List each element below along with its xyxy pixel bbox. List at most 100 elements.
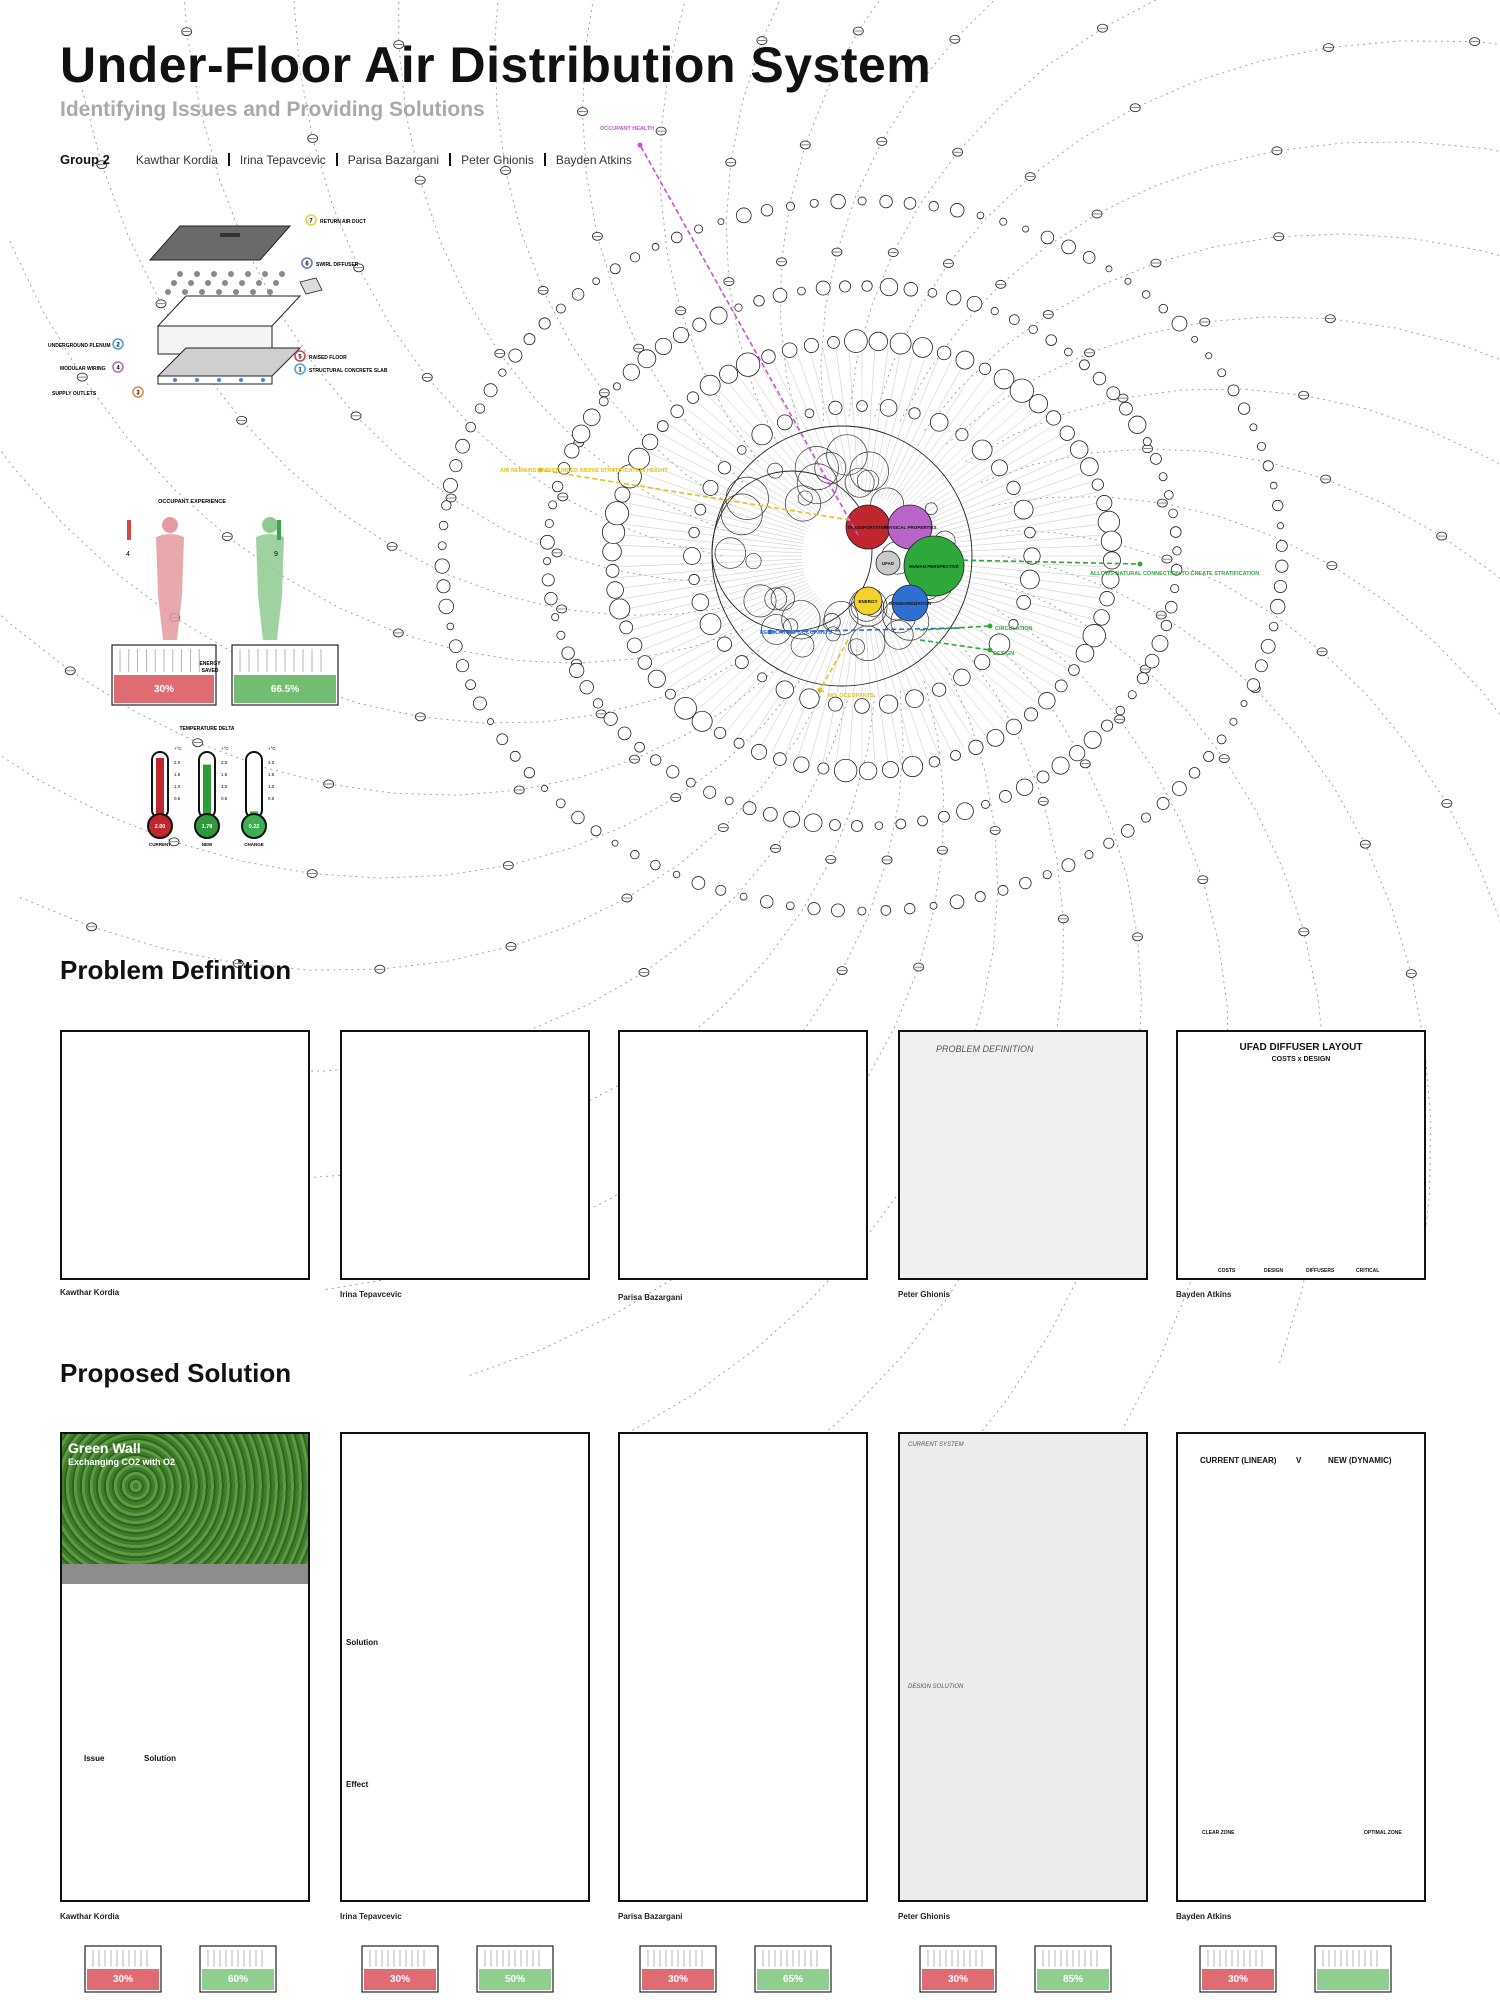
ring-node (449, 459, 463, 473)
member-name: Kawthar Kordia (135, 152, 218, 167)
saving-after-value: 85% (1063, 1974, 1083, 1985)
ring-node (785, 201, 795, 211)
ring-node (1171, 315, 1188, 332)
ring-node (1006, 480, 1021, 495)
solution-panel-ghionis[interactable]: CURRENT SYSTEM DESIGN SOLUTION (898, 1432, 1148, 1902)
ring-node (803, 337, 819, 353)
group-credits: Group 2 Kawthar Kordia Irina Tepavcevic … (60, 152, 632, 167)
problem-author: Irina Tepavcevic (340, 1290, 402, 1299)
energy-before-value: 30% (154, 684, 174, 695)
ring-node (1119, 401, 1133, 416)
ring-node (1158, 472, 1168, 482)
member-name: Peter Ghionis (461, 152, 534, 167)
callout-arrow (639, 144, 859, 536)
thermometer-label: CURRENT (149, 842, 171, 847)
ring-node (828, 400, 843, 415)
saving-after-fill (1317, 1969, 1389, 1990)
ring-node (760, 895, 774, 909)
problem-panel-atkins[interactable]: UFAD DIFFUSER LAYOUT COSTS x DESIGN COST… (1176, 1030, 1426, 1280)
ring-node (928, 201, 939, 212)
solution-panel-tepavcevic[interactable]: Solution Effect (340, 1432, 590, 1902)
diffuser-dot (177, 271, 183, 277)
figure-after-body (256, 534, 284, 640)
member-name: Bayden Atkins (555, 152, 632, 167)
web-spoke (660, 0, 759, 462)
web-ray (910, 591, 1065, 680)
thermometer-value: 1.78 (202, 824, 213, 830)
ring-node (1240, 700, 1248, 708)
ring-node (776, 414, 793, 431)
ring-node (605, 564, 620, 578)
ring-node (1227, 384, 1240, 397)
ring-node (614, 486, 631, 503)
callout-badge (294, 350, 306, 362)
web-ray (894, 379, 999, 506)
solution-panel-atkins[interactable]: CURRENT (LINEAR) V NEW (DYNAMIC) CLEAR Z… (1176, 1432, 1426, 1902)
problem-panel-tepavcevic[interactable] (340, 1030, 590, 1280)
ring-node (751, 424, 773, 446)
core-node-label: HUMAN PERSPECTIVE (909, 564, 959, 569)
duct-opening (220, 233, 240, 237)
ring-node (672, 870, 681, 879)
ring-node (1217, 368, 1227, 378)
callout-badge (112, 361, 124, 373)
core-node-label: TRANSPORTATION (847, 525, 888, 530)
ring-node (927, 288, 938, 298)
ring-node (703, 785, 717, 799)
ring-node (839, 280, 852, 293)
ring-node (630, 849, 640, 860)
thermometer-tick: 2.0 (268, 760, 275, 765)
ring-node (612, 382, 621, 391)
web-ray (868, 347, 889, 497)
ring-node (1101, 719, 1114, 732)
ring-node (1038, 692, 1056, 710)
ring-node (1069, 440, 1089, 459)
cluster-circle (844, 467, 875, 498)
problem-panel-ghionis[interactable]: PROBLEM DEFINITION (898, 1030, 1148, 1280)
web-spoke (17, 690, 825, 971)
problem-panel-kordia[interactable] (60, 1030, 310, 1280)
ring-node (976, 211, 985, 220)
ring-node (1121, 824, 1135, 838)
ring-node (1272, 499, 1284, 512)
web-ray (645, 450, 811, 527)
ring-node (686, 391, 700, 404)
ring-node (1103, 837, 1115, 849)
web-ray (624, 574, 805, 622)
badge-number: 7 (309, 219, 313, 225)
web-ray (704, 392, 825, 510)
ring-node (986, 728, 1005, 747)
problem-panel-bazargani[interactable] (618, 1030, 868, 1280)
ring-node (1229, 717, 1238, 726)
ring-node (1216, 734, 1227, 745)
ring-node (629, 252, 641, 263)
ring-node (438, 520, 449, 531)
ring-node (1075, 643, 1095, 663)
web-ray (877, 353, 927, 499)
axon-label: STRUCTURAL CONCRETE SLAB (309, 368, 388, 374)
ring-node (641, 433, 659, 451)
ring-node (716, 636, 733, 652)
web-ray (871, 615, 902, 764)
solution-author: Bayden Atkins (1176, 1912, 1232, 1921)
problem-author: Peter Ghionis (898, 1290, 951, 1299)
web-spoke (183, 0, 725, 583)
ring-node (656, 420, 669, 432)
web-spoke (874, 40, 1500, 417)
solution-panel-kordia[interactable]: Green Wall Exchanging CO2 with O2 Issue … (60, 1432, 310, 1902)
diffuser-dot (188, 280, 194, 286)
ring-node (857, 906, 867, 916)
saving-before-value: 30% (390, 1974, 410, 1985)
web-ray (628, 577, 807, 632)
ring-node (1124, 277, 1132, 285)
ring-node (734, 303, 743, 312)
callout-label: DESIGN (993, 651, 1014, 657)
ring-node (955, 428, 969, 442)
callout-arrow (954, 559, 1141, 565)
solution-label: Solution (346, 1638, 378, 1647)
web-spoke (899, 141, 1500, 422)
web-ray (676, 415, 818, 517)
callout-label: AIR REMAINS UNDISTURBED ABOVE STRATIFICA… (500, 468, 668, 474)
problem-author: Kawthar Kordia (60, 1288, 120, 1297)
solution-panel-bazargani[interactable] (618, 1432, 868, 1902)
